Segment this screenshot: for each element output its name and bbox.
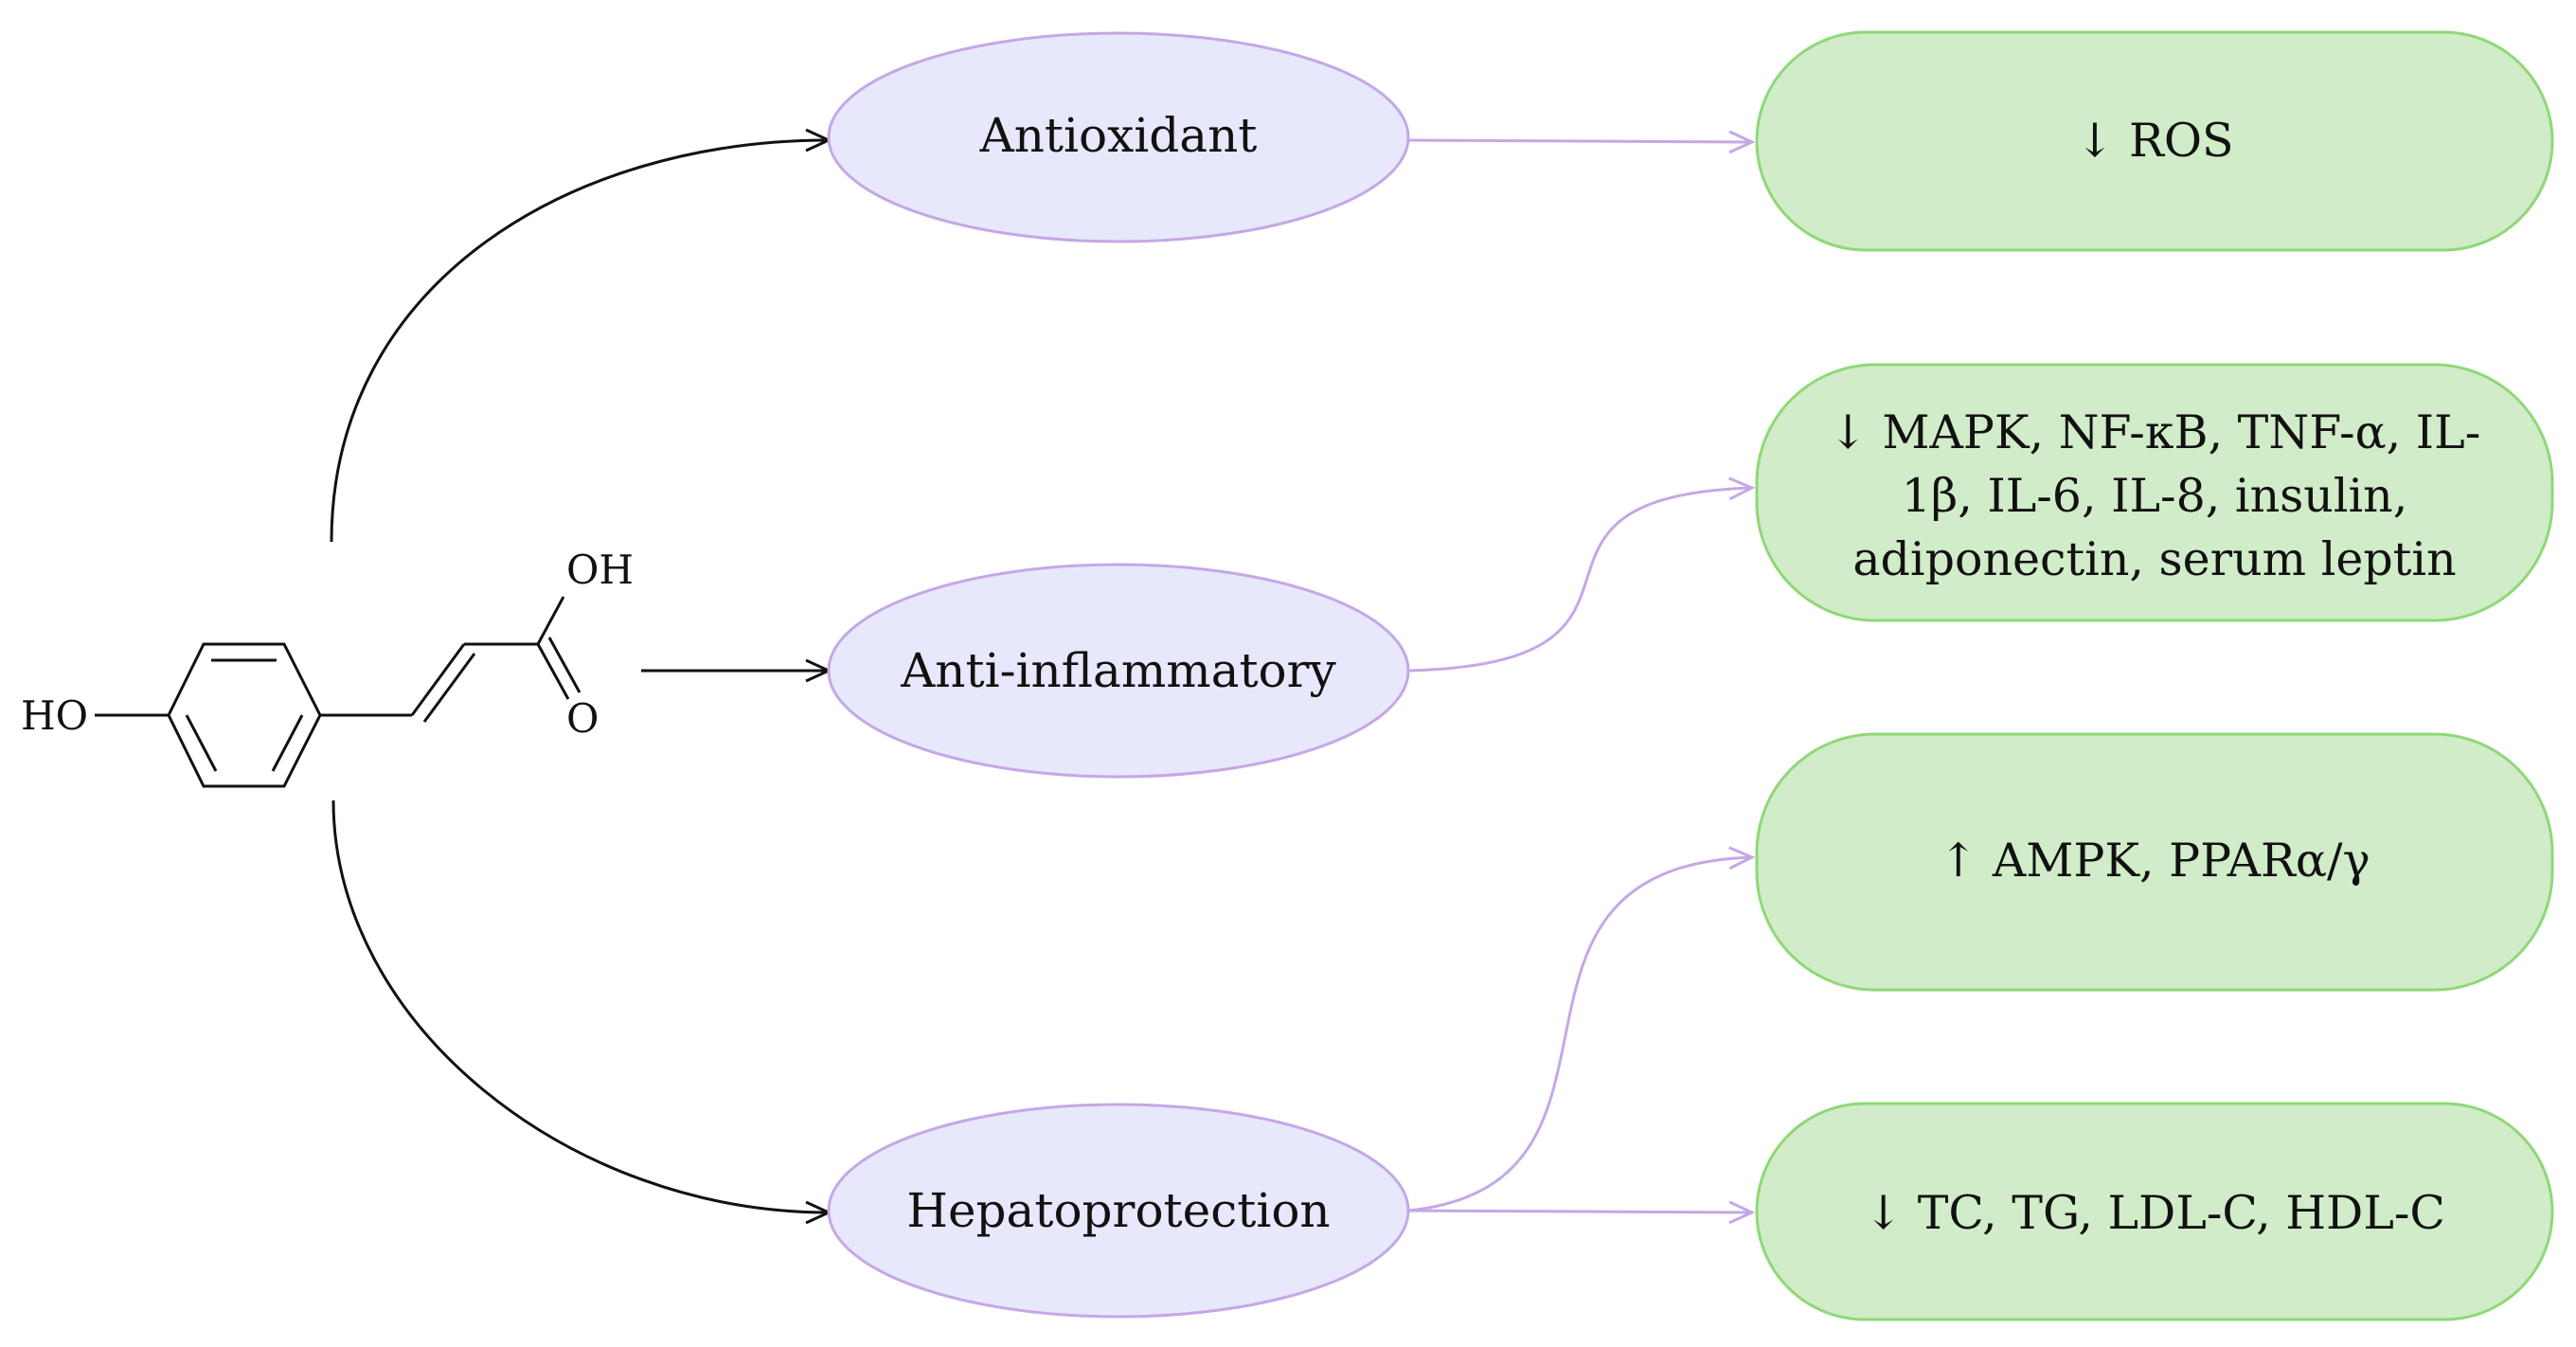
arrow-antioxidant-to-ros: [1407, 140, 1752, 142]
arrow-to-hepatoprotection: [331, 799, 829, 1212]
atom-oh: OH: [566, 547, 634, 593]
arrow-to-antioxidant: [330, 140, 829, 543]
carbonyl-bond-a: [536, 643, 570, 700]
outcome-text-cytokines-line2: 1β, IL-6, IL-8, insulin,: [1902, 469, 2408, 523]
ring-inner-bond-left: [185, 714, 218, 772]
molecule-structure: [95, 596, 581, 788]
hydroxyl-bond: [536, 596, 565, 645]
chain-double-bond-a: [410, 643, 466, 716]
ring-inner-bond-right: [271, 714, 304, 772]
outcome-text-cytokines-line3: adiponectin, serum leptin: [1852, 532, 2456, 586]
effect-node-hepatoprotection: Hepatoprotection: [827, 1103, 1410, 1319]
outcome-text-lipids: ↓ TC, TG, LDL-C, HDL-C: [1864, 1186, 2445, 1240]
effect-label-anti-inflammatory: Anti-inflammatory: [900, 643, 1336, 698]
outcome-text-ampk: ↑ AMPK, PPARα/γ: [1939, 834, 2370, 888]
effect-label-hepatoprotection: Hepatoprotection: [906, 1183, 1330, 1238]
atom-o: O: [566, 695, 599, 742]
atom-ho: HO: [21, 692, 88, 739]
outcome-box-ampk: ↑ AMPK, PPARα/γ: [1755, 732, 2554, 992]
arrow-hepatoprotection-to-ampk: [1407, 857, 1752, 1212]
chain-double-bond-b: [422, 653, 476, 723]
effect-node-antioxidant: Antioxidant: [827, 31, 1410, 243]
outcome-text-ros: ↓ ROS: [2075, 114, 2233, 168]
outcome-text-cytokines-line1: ↓ MAPK, NF-κB, TNF-α, IL-: [1829, 405, 2481, 459]
outcome-box-ros: ↓ ROS: [1755, 30, 2554, 252]
carbonyl-bond-b: [547, 637, 581, 693]
benzene-ring: [167, 642, 322, 788]
outcome-box-cytokines: ↓ MAPK, NF-κB, TNF-α, IL- 1β, IL-6, IL-8…: [1755, 363, 2554, 622]
outcome-box-lipids: ↓ TC, TG, LDL-C, HDL-C: [1755, 1102, 2554, 1321]
arrow-hepatoprotection-to-lipids: [1407, 1211, 1752, 1212]
effect-label-antioxidant: Antioxidant: [979, 108, 1258, 163]
effect-node-anti-inflammatory: Anti-inflammatory: [827, 563, 1410, 779]
arrow-anti-inflammatory-to-cytokines: [1407, 488, 1752, 673]
